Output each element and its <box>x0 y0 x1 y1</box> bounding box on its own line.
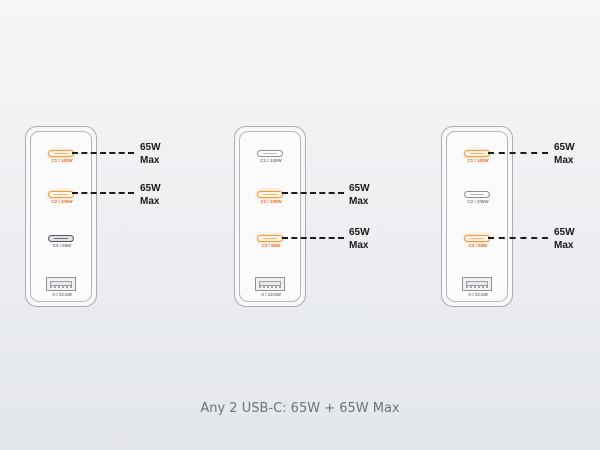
usb-c-port-c3 <box>48 235 74 242</box>
charger-face <box>239 131 301 302</box>
port-label-c3: C3 / 65W <box>261 243 281 248</box>
callout-c2: 65W Max <box>140 182 161 208</box>
callout-line <box>488 237 548 239</box>
usb-c-port-c1 <box>48 150 74 157</box>
usb-c-port-c2 <box>464 191 490 198</box>
callout-c2: 65W Max <box>349 182 370 208</box>
callout-line <box>282 237 344 239</box>
callout-watts: 65W <box>140 183 161 194</box>
charger-face <box>30 131 92 302</box>
usb-c-port-c2 <box>48 191 74 198</box>
port-label-c1: C1 / 140W <box>467 158 489 163</box>
callout-max: Max <box>554 240 574 251</box>
usb-c-port-c1 <box>464 150 490 157</box>
charger-1: C1 / 140W C2 / 100W C3 / 65W A / 22.5W <box>25 126 97 307</box>
charger-face <box>446 131 508 302</box>
callout-max: Max <box>140 155 160 166</box>
port-label-c3: C3 / 65W <box>52 243 72 248</box>
port-label-usb-a: A / 22.5W <box>261 292 281 297</box>
charger-2: C1 / 140W C2 / 100W C3 / 65W A / 22.5W <box>234 126 306 307</box>
callout-c1: 65W Max <box>140 141 161 167</box>
callout-c3: 65W Max <box>554 226 575 252</box>
port-label-c1: C1 / 140W <box>51 158 73 163</box>
callout-c1: 65W Max <box>554 141 575 167</box>
callout-watts: 65W <box>140 142 161 153</box>
callout-watts: 65W <box>554 142 575 153</box>
usb-c-port-c2 <box>257 191 283 198</box>
usb-c-port-c3 <box>257 235 283 242</box>
callout-line <box>72 152 134 154</box>
port-label-c3: C3 / 65W <box>468 243 488 248</box>
callout-line <box>282 192 344 194</box>
usb-a-port <box>462 277 492 291</box>
callout-watts: 65W <box>554 227 575 238</box>
port-label-usb-a: A / 22.5W <box>468 292 488 297</box>
usb-a-port <box>255 277 285 291</box>
port-label-c2: C2 / 100W <box>260 199 282 204</box>
caption: Any 2 USB-C: 65W + 65W Max <box>200 401 400 416</box>
usb-c-port-c3 <box>464 235 490 242</box>
callout-max: Max <box>349 240 369 251</box>
callout-max: Max <box>140 196 160 207</box>
callout-watts: 65W <box>349 227 370 238</box>
port-label-c2: C2 / 100W <box>51 199 73 204</box>
port-label-c1: C1 / 140W <box>260 158 282 163</box>
callout-c3: 65W Max <box>349 226 370 252</box>
callout-line <box>72 192 134 194</box>
port-label-usb-a: A / 22.5W <box>52 292 72 297</box>
callout-max: Max <box>349 196 369 207</box>
port-label-c2: C2 / 100W <box>467 199 489 204</box>
usb-a-port <box>46 277 76 291</box>
usb-c-port-c1 <box>257 150 283 157</box>
callout-line <box>488 152 548 154</box>
callout-watts: 65W <box>349 183 370 194</box>
callout-max: Max <box>554 155 574 166</box>
charger-3: C1 / 140W C2 / 100W C3 / 65W A / 22.5W <box>441 126 513 307</box>
